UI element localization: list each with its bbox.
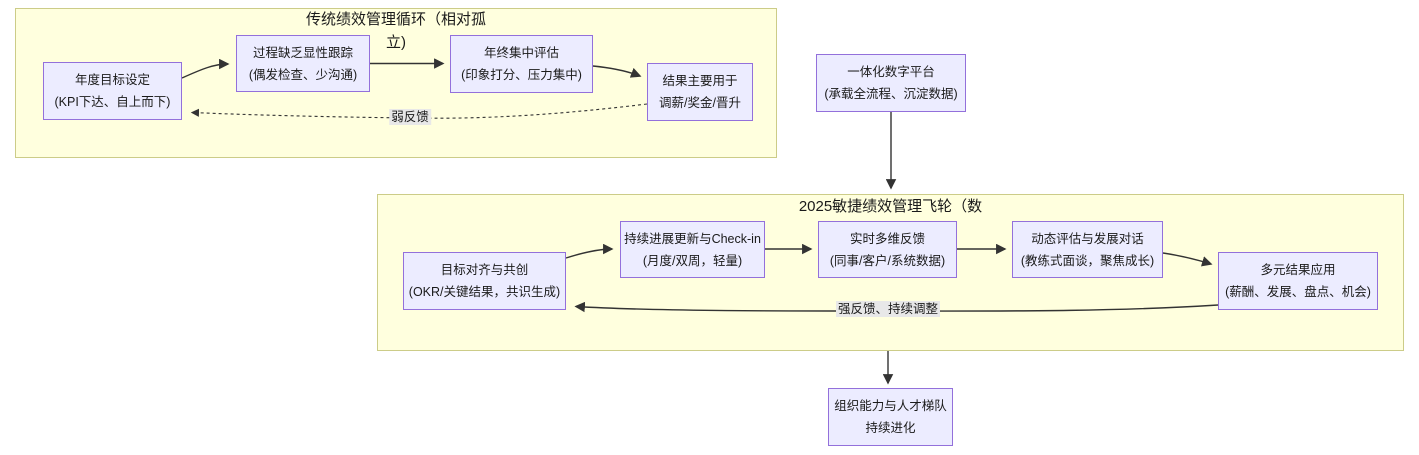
node-text: (教练式面谈，聚焦成长) xyxy=(1020,253,1155,268)
node-text: (偶发检查、少沟通) xyxy=(248,67,358,82)
node-checkin: 持续进展更新与Check-in (月度/双周，轻量) xyxy=(620,221,765,278)
node-results-usage: 结果主要用于 调薪/奖金/晋升 xyxy=(647,63,753,121)
node-text: 持续进展更新与Check-in xyxy=(624,231,761,246)
node-text: 持续进化 xyxy=(865,421,916,435)
node-multi-results-application: 多元结果应用 (薪酬、发展、盘点、机会) xyxy=(1218,252,1378,310)
node-text: (印象打分、压力集中) xyxy=(461,68,582,82)
cluster-agile-flywheel-title: 2025敏捷绩效管理飞轮（数 xyxy=(377,195,1404,218)
node-text: (承载全流程、沉淀数据) xyxy=(824,87,958,101)
node-text: 实时多维反馈 xyxy=(849,231,925,246)
node-annual-goal-setting: 年度目标设定 (KPI下达、自上而下) xyxy=(43,62,182,120)
node-dynamic-evaluation: 动态评估与发展对话 (教练式面谈，聚焦成长) xyxy=(1012,221,1163,278)
node-text: 一体化数字平台 xyxy=(847,65,935,79)
node-text: (KPI下达、自上而下) xyxy=(54,95,171,109)
node-text: 组织能力与人才梯队 xyxy=(834,399,947,413)
node-realtime-feedback: 实时多维反馈 (同事/客户/系统数据) xyxy=(818,221,957,278)
node-text: (同事/客户/系统数据) xyxy=(829,253,946,268)
node-text: 目标对齐与共创 xyxy=(440,263,529,277)
cluster-title-line: 立) xyxy=(386,34,406,51)
node-org-capability: 组织能力与人才梯队 持续进化 xyxy=(828,388,953,446)
node-text: 过程缺乏显性跟踪 xyxy=(252,45,353,60)
node-text: (月度/双周，轻量) xyxy=(642,253,743,268)
node-text: 动态评估与发展对话 xyxy=(1031,231,1144,246)
node-text: 多元结果应用 xyxy=(1260,263,1336,277)
node-process-tracking: 过程缺乏显性跟踪 (偶发检查、少沟通) xyxy=(236,35,370,92)
node-text: (薪酬、发展、盘点、机会) xyxy=(1225,285,1371,299)
cluster-traditional-cycle-title: 传统绩效管理循环（相对孤 立) xyxy=(15,8,777,54)
cluster-title-line: 2025敏捷绩效管理飞轮（数 xyxy=(798,198,983,215)
node-digital-platform: 一体化数字平台 (承载全流程、沉淀数据) xyxy=(816,54,966,112)
edge-label-strong-feedback: 强反馈、持续调整 xyxy=(835,301,941,317)
node-year-end-evaluation: 年终集中评估 (印象打分、压力集中) xyxy=(450,35,593,93)
node-text: 调薪/奖金/晋升 xyxy=(659,96,741,110)
node-text: 年度目标设定 xyxy=(74,73,150,87)
node-text: 结果主要用于 xyxy=(662,74,738,88)
node-goal-alignment: 目标对齐与共创 (OKR/关键结果，共识生成) xyxy=(403,252,566,310)
edge-label-weak-feedback: 弱反馈 xyxy=(389,109,431,125)
cluster-title-line: 传统绩效管理循环（相对孤 xyxy=(305,11,486,28)
node-text: 年终集中评估 xyxy=(483,46,559,60)
node-text: (OKR/关键结果，共识生成) xyxy=(408,285,561,299)
